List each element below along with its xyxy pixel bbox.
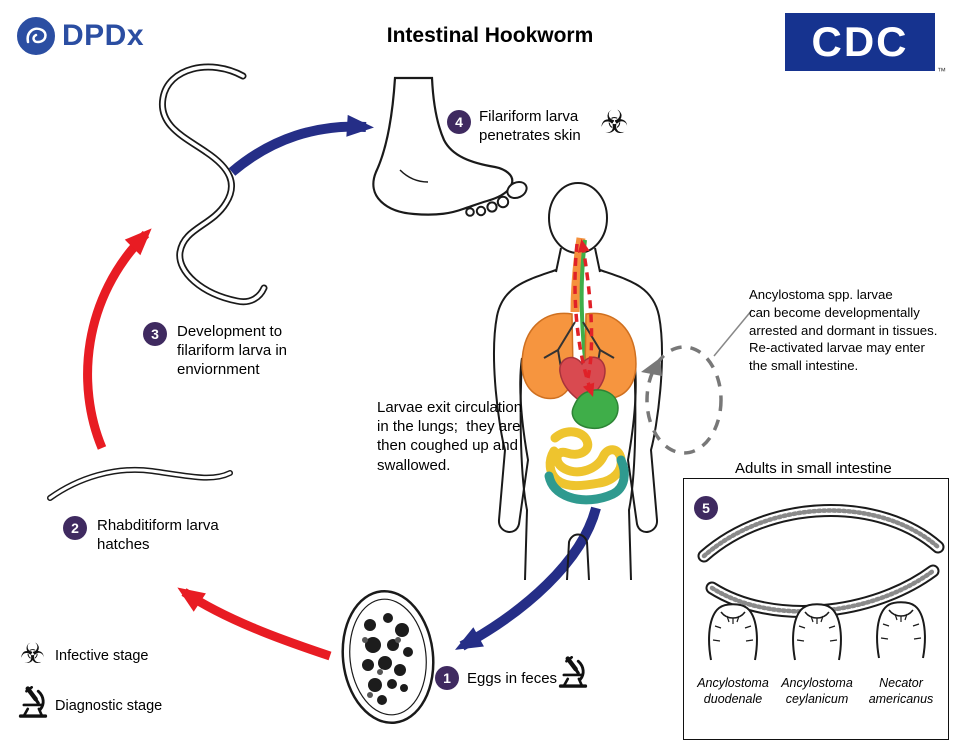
- cdc-trademark: ™: [937, 66, 946, 76]
- stage4-number-badge: 4: [447, 110, 471, 134]
- dormancy-dashed-circle: [645, 345, 723, 455]
- dpdx-logo-icon: [17, 17, 55, 55]
- legend-biohazard-icon: ☣: [20, 637, 46, 670]
- legend-diagnostic-label: Diagnostic stage: [55, 698, 163, 714]
- dpdx-logo-text: DPDx: [62, 19, 145, 52]
- stage5-number-badge: 5: [694, 496, 718, 520]
- foot-illustration: [372, 76, 528, 217]
- dpdx-logo: DPDx: [16, 16, 144, 56]
- dormancy-connector-line: [713, 309, 753, 357]
- arrested-note: Ancylostoma spp. larvae can become devel…: [749, 287, 938, 374]
- arrow-body-to-eggs: [454, 506, 601, 651]
- cdc-logo-text: CDC: [811, 18, 909, 65]
- cdc-logo: CDC: [785, 13, 935, 71]
- stage4-label: Filariform larva penetrates skin: [479, 108, 581, 145]
- page-title: Intestinal Hookworm: [386, 24, 594, 47]
- stage3-label: Development to filariform larva in envio…: [177, 323, 288, 379]
- legend-infective-label: Infective stage: [55, 648, 149, 664]
- dormancy-arrowhead: [641, 358, 662, 376]
- legend-microscope-icon: [16, 686, 50, 720]
- species-label-americanus: Necator americanus: [868, 676, 934, 706]
- filariform-worm-illustration: [158, 63, 268, 306]
- microscope-icon: [556, 656, 590, 690]
- stage1-number-badge: 1: [435, 666, 459, 690]
- species-label-duodenale: Ancylostoma duodenale: [697, 676, 769, 706]
- adults-label: Adults in small intestine: [735, 460, 892, 477]
- arrow-stage3-to-stage4: [228, 114, 374, 176]
- biohazard-icon: ☣: [600, 103, 629, 141]
- arrow-eggs-to-larva: [177, 587, 332, 661]
- human-body-illustration: [493, 182, 663, 581]
- stage2-label: Rhabditiform larva hatches: [97, 517, 219, 554]
- egg-illustration: [341, 589, 435, 725]
- rhabditiform-worm-illustration: [47, 466, 233, 501]
- stage1-label: Eggs in feces: [467, 670, 558, 687]
- lungs-note: Larvae exit circulation in the lungs; th…: [377, 399, 523, 474]
- species-label-ceylanicum: Ancylostoma ceylanicum: [781, 676, 853, 706]
- stage3-number-badge: 3: [143, 322, 167, 346]
- arrow-larva-to-filariform: [83, 228, 152, 450]
- stage2-number-badge: 2: [63, 516, 87, 540]
